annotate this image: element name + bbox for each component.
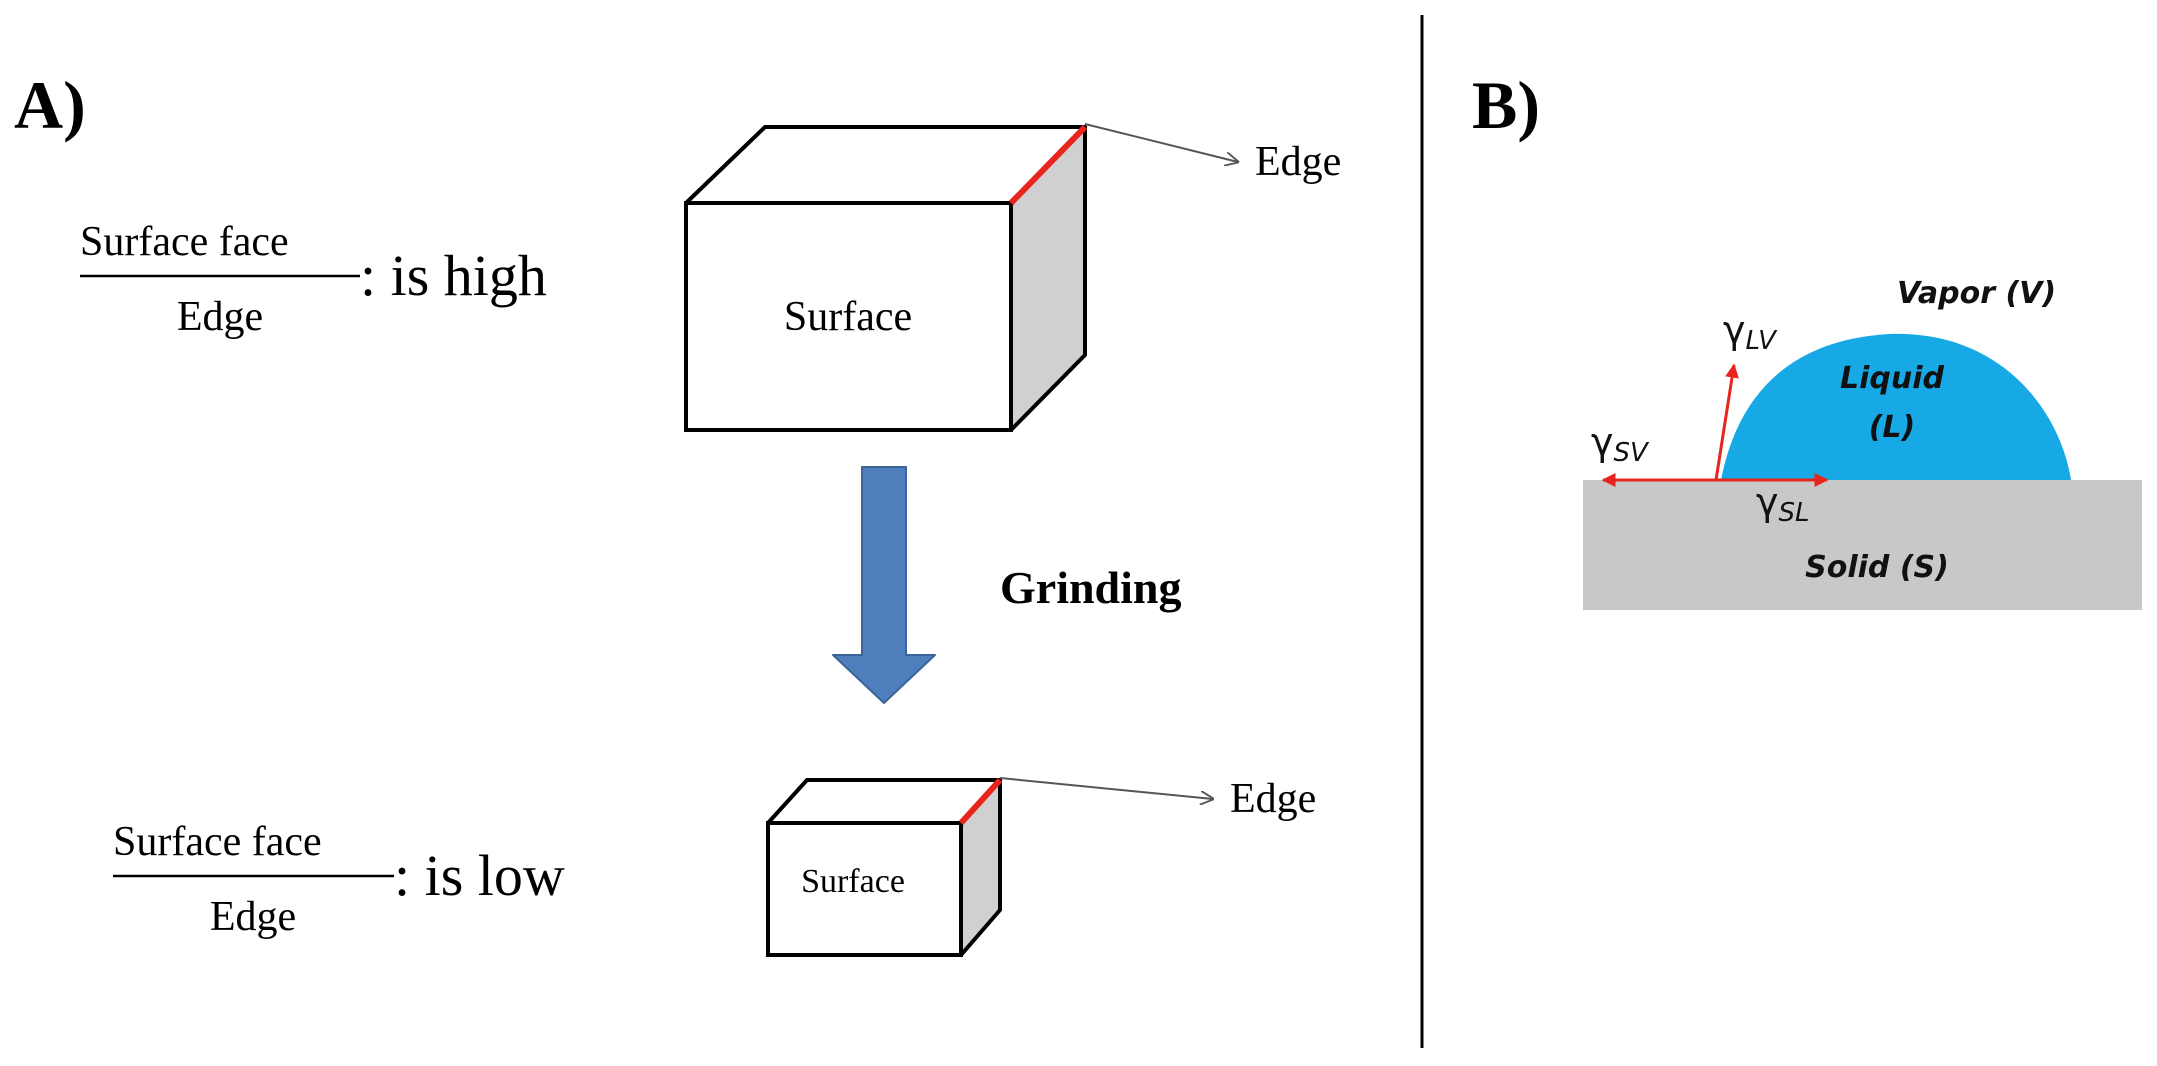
- gamma-sv-label: γSV: [1591, 420, 1650, 468]
- ratio-high-denominator: Edge: [177, 294, 263, 340]
- vapor-label: Vapor (V): [1897, 276, 2056, 311]
- panel-a: A) Surface face Edge : is high Surface E…: [14, 67, 1341, 957]
- gamma-sv-subscript: SV: [1614, 438, 1651, 468]
- small-edge-pointer-arrow: [999, 777, 1213, 799]
- gamma-sl-subscript: SL: [1779, 498, 1810, 528]
- ratio-low-numerator: Surface face: [113, 819, 322, 865]
- ratio-low-denominator: Edge: [210, 894, 296, 940]
- gamma-lv-vector: [1714, 363, 1739, 481]
- large-cube: Surface Edge: [684, 123, 1341, 432]
- liquid-label-line1: Liquid: [1840, 361, 1945, 396]
- liquid-label-line2: (L): [1869, 410, 1916, 445]
- small-cube-surface-label: Surface: [801, 863, 905, 900]
- gamma-lv-subscript: LV: [1746, 326, 1779, 356]
- grinding-label: Grinding: [1000, 562, 1182, 613]
- ratio-high-suffix: : is high: [360, 243, 547, 308]
- large-cube-front-face: [684, 201, 1013, 432]
- large-cube-edge-highlight: [1008, 124, 1088, 206]
- panel-a-label: A): [14, 67, 86, 143]
- ratio-low: Surface face Edge : is low: [113, 819, 565, 940]
- panel-b-label: B): [1472, 67, 1540, 143]
- ratio-high-numerator: Surface face: [80, 219, 289, 265]
- small-cube: Surface Edge: [766, 776, 1316, 957]
- down-arrow-icon: [832, 466, 936, 704]
- gamma-sv-symbol: γ: [1591, 420, 1614, 464]
- small-cube-front-face: [766, 821, 963, 957]
- small-edge-label: Edge: [1230, 776, 1316, 822]
- small-cube-edge-highlight: [958, 777, 1003, 826]
- panel-b: B) Vapor (V) Liquid (L) Solid (S) γLV γS…: [1472, 67, 2142, 610]
- solid-substrate: [1583, 480, 2142, 610]
- gamma-sl-symbol: γ: [1756, 480, 1779, 524]
- gamma-lv-symbol: γ: [1723, 308, 1746, 352]
- gamma-sl-label: γSL: [1756, 480, 1810, 528]
- large-edge-label: Edge: [1255, 139, 1341, 185]
- grinding-arrow: Grinding: [832, 466, 1182, 704]
- liquid-droplet: [1721, 333, 2071, 480]
- ratio-high: Surface face Edge : is high: [80, 219, 547, 340]
- solid-label: Solid (S): [1805, 550, 1949, 585]
- ratio-low-suffix: : is low: [394, 843, 565, 908]
- large-edge-pointer-arrow: [1084, 123, 1238, 162]
- gamma-lv-label: γLV: [1723, 308, 1778, 356]
- large-cube-surface-label: Surface: [784, 294, 912, 340]
